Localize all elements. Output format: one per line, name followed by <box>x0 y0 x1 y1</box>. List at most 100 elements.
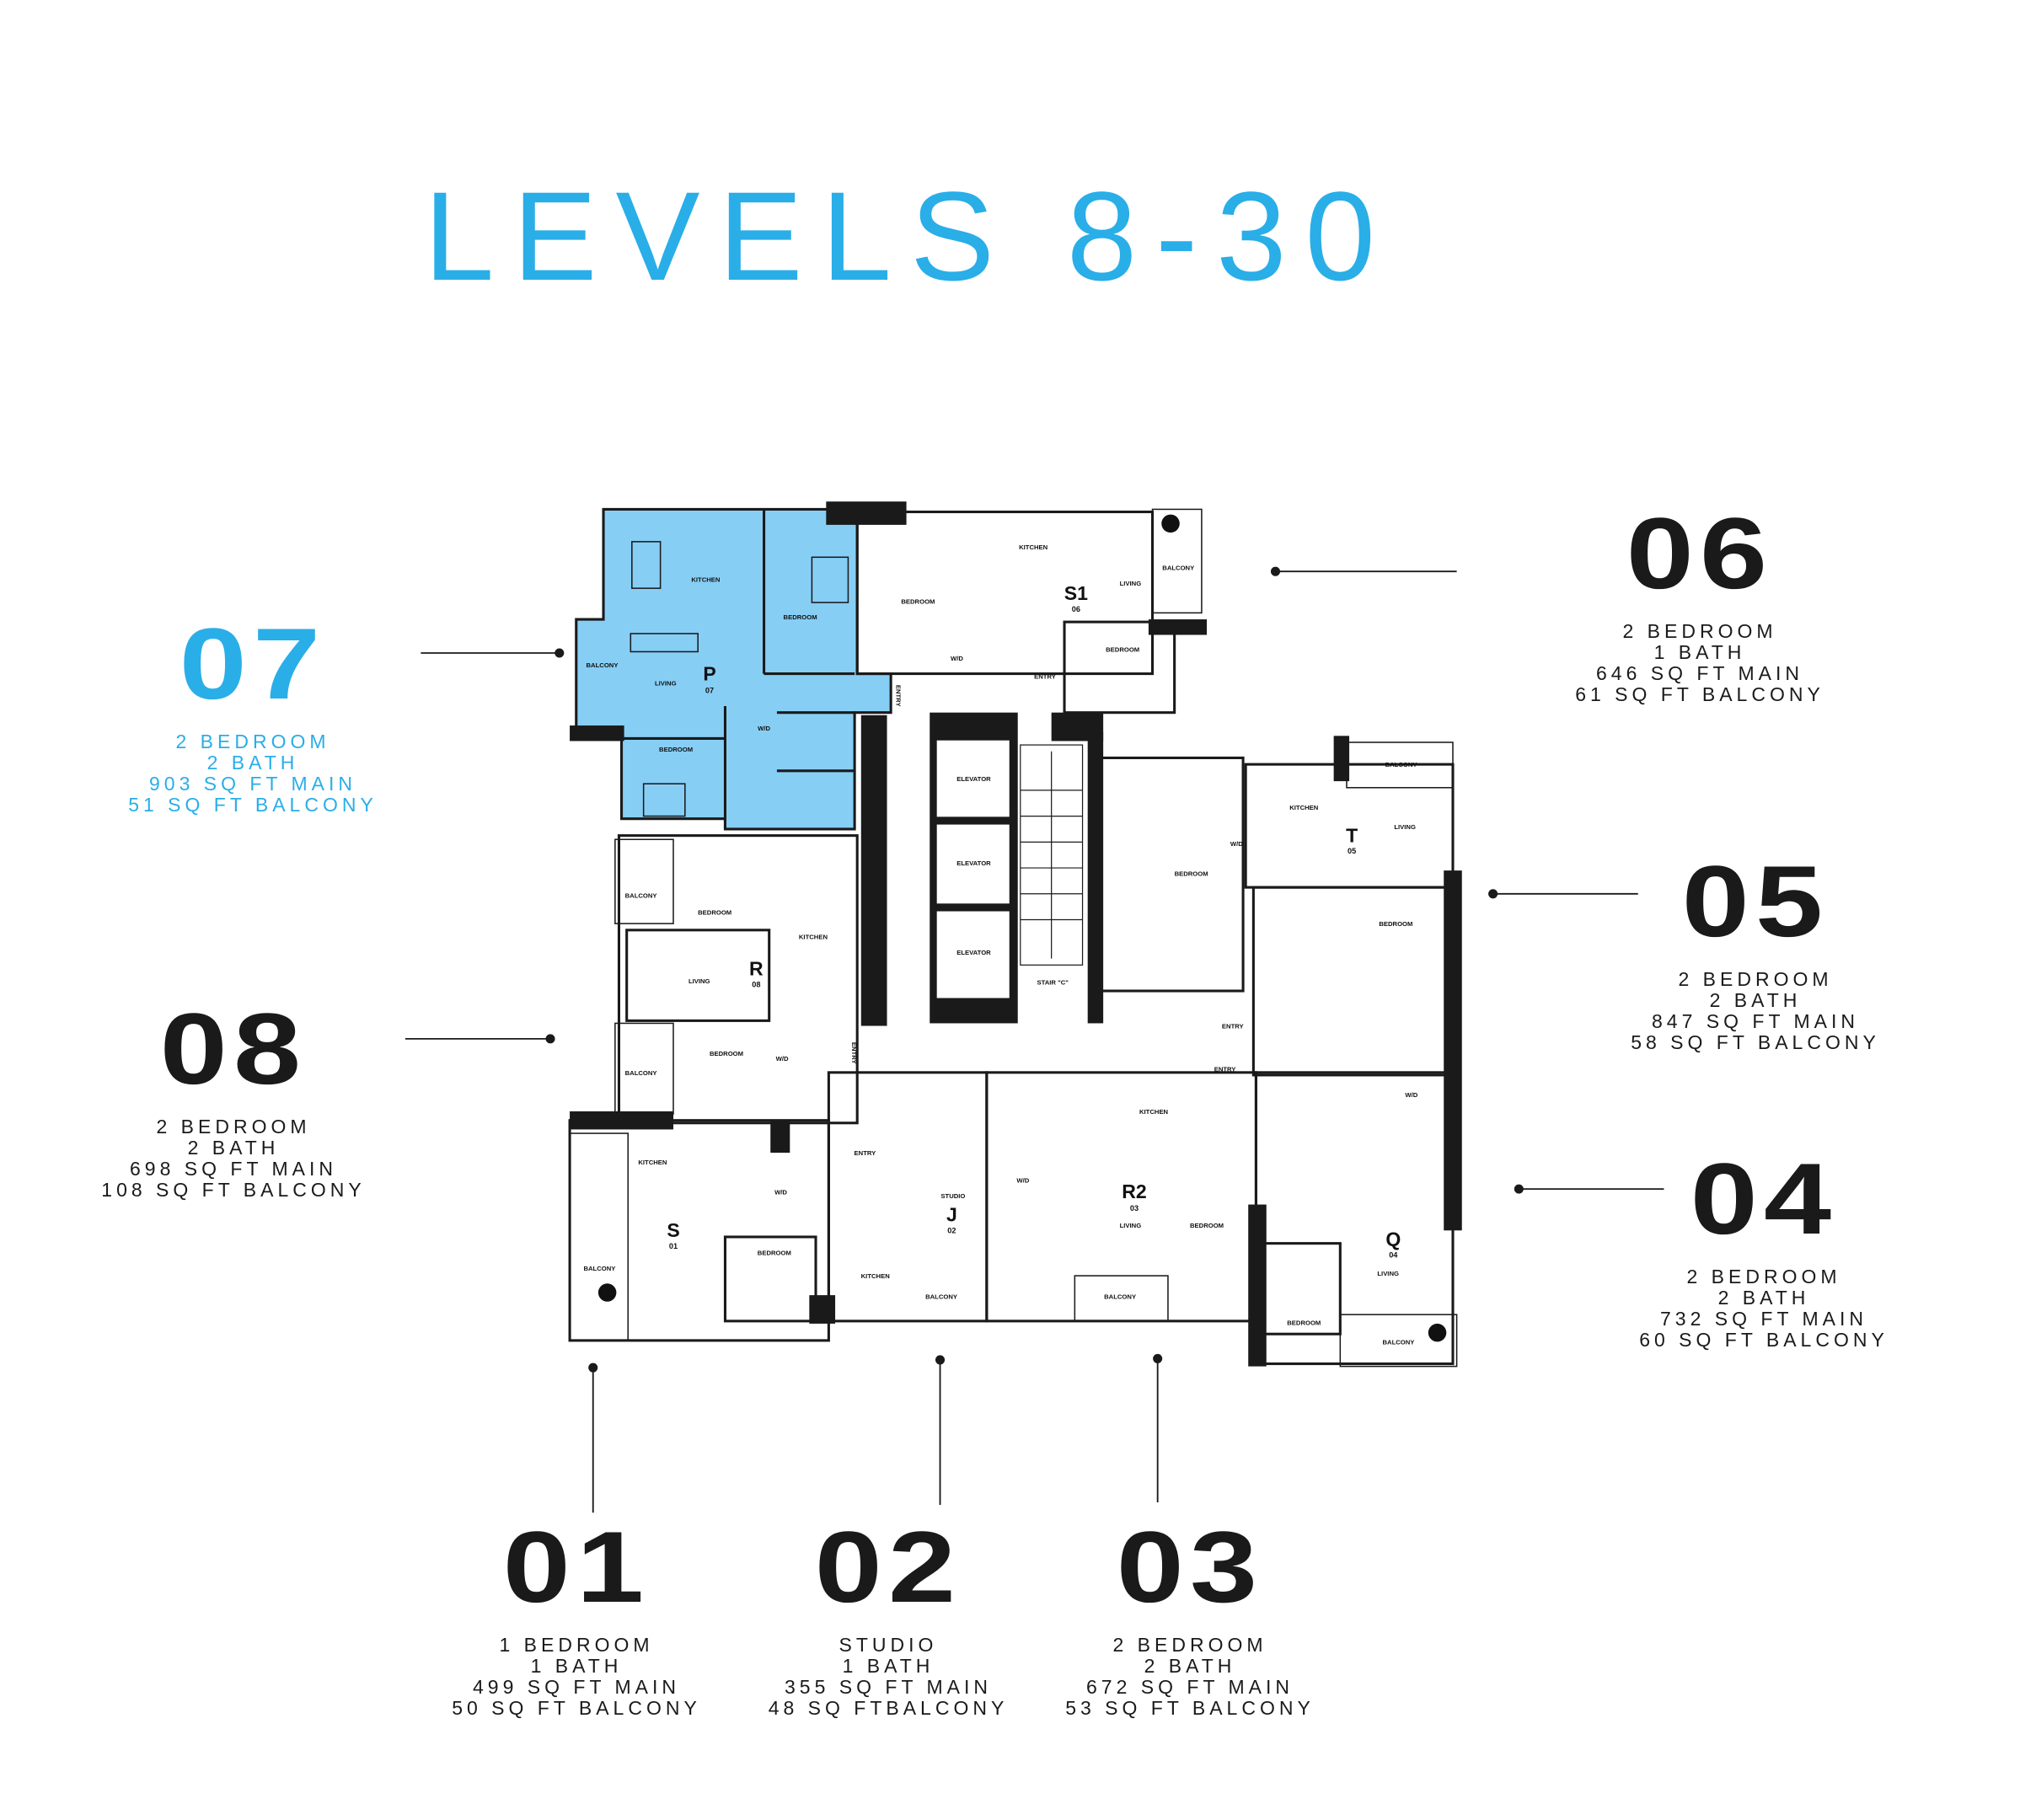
room-label: LIVING <box>1120 1222 1142 1229</box>
room-label: ENTRY <box>850 1042 858 1064</box>
elevator-3 <box>936 911 1010 998</box>
room-label: BEDROOM <box>1106 645 1139 653</box>
unit-baths: 1 BATH <box>842 1655 935 1677</box>
room-label: BALCONY <box>1104 1293 1136 1301</box>
unit-bedrooms: 2 BEDROOM <box>1678 968 1833 990</box>
room-label: ENTRY <box>1034 673 1056 681</box>
leader-dot-08 <box>545 1034 555 1044</box>
unit-code: T <box>1346 824 1358 846</box>
unit-baths: 2 BATH <box>187 1137 280 1159</box>
unit-code: P <box>703 662 715 684</box>
unit-code-number: 01 <box>669 1242 678 1250</box>
room-label: KITCHEN <box>1139 1108 1169 1116</box>
room-label: W/D <box>1230 840 1243 848</box>
room-label: BEDROOM <box>784 613 817 621</box>
room-label: KITCHEN <box>1289 804 1319 811</box>
room-label: BEDROOM <box>1287 1319 1321 1326</box>
unit-08-living <box>625 929 771 1022</box>
unit-main-area: 903 SQ FT MAIN <box>149 773 356 795</box>
room-label: BEDROOM <box>659 746 693 753</box>
elevator-1 <box>936 740 1010 817</box>
room-label: LIVING <box>1394 823 1416 831</box>
unit-number: 06 <box>1626 497 1774 610</box>
leader-dot-04 <box>1514 1184 1524 1194</box>
unit-baths: 1 BATH <box>530 1655 623 1677</box>
unit-code-number: 04 <box>1389 1251 1398 1260</box>
unit-code: S1 <box>1064 582 1088 604</box>
leader-dot-02 <box>935 1355 946 1365</box>
unit-codes: P 07 S1 06 T 05 R 08 S 01 J 02 R2 03 Q 0… <box>667 582 1401 1260</box>
unit-balcony-area: 53 SQ FT BALCONY <box>1065 1697 1315 1719</box>
unit-balcony-area: 61 SQ FT BALCONY <box>1575 683 1824 705</box>
unit-bedrooms: 2 BEDROOM <box>1622 620 1777 642</box>
unit-main-area: 672 SQ FT MAIN <box>1086 1676 1294 1698</box>
unit-05-south <box>1251 886 1452 1077</box>
unit-main-area: 847 SQ FT MAIN <box>1652 1010 1859 1032</box>
room-label: BALCONY <box>925 1293 957 1301</box>
unit-code: Q <box>1385 1228 1401 1250</box>
room-label: LIVING <box>655 679 677 687</box>
unit-04-outline <box>1254 1071 1455 1366</box>
unit-code: R <box>749 958 764 980</box>
elevator-2 <box>936 824 1010 904</box>
room-label: STAIR "C" <box>1037 978 1069 986</box>
unit-balcony-area: 58 SQ FT BALCONY <box>1631 1031 1880 1053</box>
unit-07-partitions <box>621 509 855 829</box>
unit-balcony-area: 48 SQ FTBALCONY <box>768 1697 1009 1719</box>
room-label: BEDROOM <box>698 908 731 916</box>
unit-main-area: 355 SQ FT MAIN <box>785 1676 992 1698</box>
unit-number: 07 <box>179 608 327 720</box>
stair <box>1020 744 1084 966</box>
unit-number: 04 <box>1690 1143 1838 1255</box>
unit-code: J <box>946 1204 957 1226</box>
unit-code-number: 06 <box>1072 605 1080 613</box>
unit-03-balcony <box>1074 1275 1169 1322</box>
unit-01-outline <box>568 1119 830 1342</box>
room-label: ELEVATOR <box>956 775 991 783</box>
room-label: STUDIO <box>940 1192 965 1200</box>
unit-baths: 2 BATH <box>206 752 299 774</box>
room-label: BEDROOM <box>901 598 935 606</box>
unit-bedrooms: 1 BEDROOM <box>499 1634 654 1656</box>
room-label: W/D <box>1405 1091 1417 1099</box>
room-label: ENTRY <box>894 685 902 707</box>
unit-main-area: 499 SQ FT MAIN <box>473 1676 680 1698</box>
room-label: LIVING <box>1120 580 1142 587</box>
unit-bedrooms: 2 BEDROOM <box>175 731 330 752</box>
elevator-shafts <box>936 740 1010 998</box>
unit-04-balcony <box>1339 1314 1458 1368</box>
unit-main-area: 732 SQ FT MAIN <box>1660 1308 1867 1330</box>
room-label: BALCONY <box>625 891 657 899</box>
unit-01-bedroom <box>723 1235 817 1323</box>
unit-code-number: 02 <box>947 1226 956 1234</box>
room-label: LIVING <box>1377 1270 1399 1277</box>
unit-balcony-area: 108 SQ FT BALCONY <box>101 1179 366 1201</box>
room-label: W/D <box>951 655 963 662</box>
unit-baths: 2 BATH <box>1709 989 1802 1011</box>
leader-dot-07 <box>555 648 565 658</box>
column-marker <box>1161 514 1180 533</box>
column-marker <box>1428 1323 1447 1342</box>
unit-balcony-area: 51 SQ FT BALCONY <box>128 794 378 816</box>
room-label: W/D <box>1016 1176 1029 1184</box>
unit-05-west <box>1099 756 1245 993</box>
unit-number: 01 <box>502 1511 651 1624</box>
room-label: KITCHEN <box>691 575 721 583</box>
unit-bedrooms: STUDIO <box>839 1634 938 1656</box>
room-label: BALCONY <box>1382 1339 1414 1346</box>
page-title: LEVELS 8-30 <box>424 165 1394 307</box>
unit-01-balcony <box>569 1132 629 1341</box>
unit-main-area: 646 SQ FT MAIN <box>1596 662 1803 684</box>
room-label: KITCHEN <box>638 1159 667 1166</box>
room-label: KITCHEN <box>861 1272 891 1280</box>
leader-dot-03 <box>1153 1353 1163 1363</box>
unit-08-balcony-1 <box>614 838 674 924</box>
